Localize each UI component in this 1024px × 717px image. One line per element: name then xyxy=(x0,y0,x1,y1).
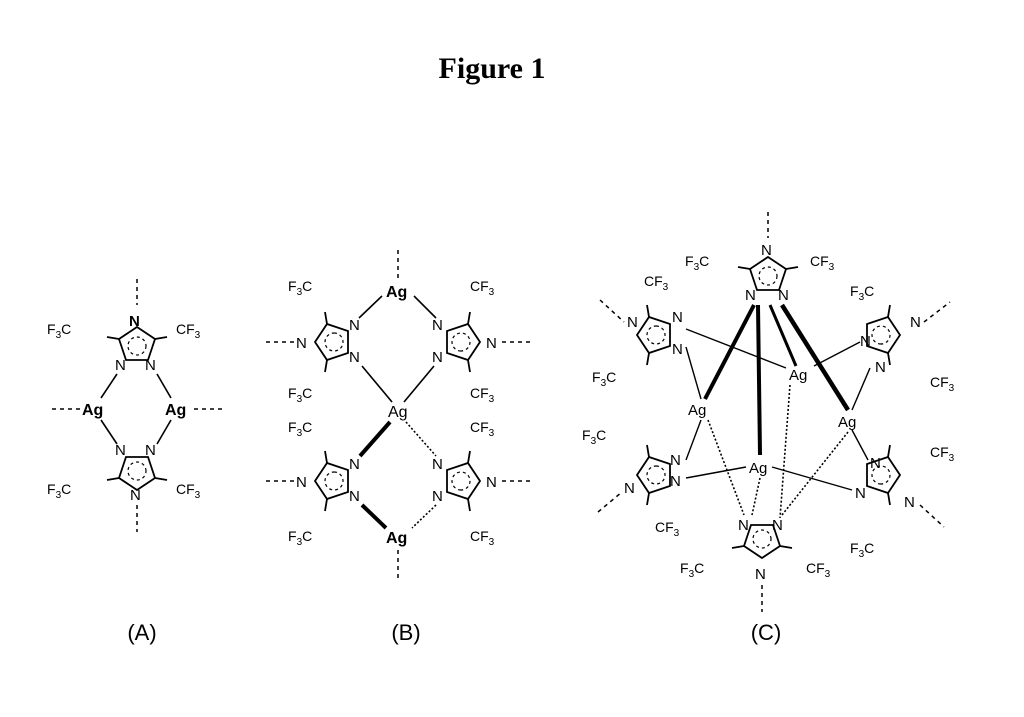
cf3-group: CF3 xyxy=(176,321,201,341)
atom-n: N xyxy=(870,455,881,472)
cf3-group: F3C xyxy=(288,385,312,405)
atom-n: N xyxy=(670,452,681,469)
cf3-group: F3C xyxy=(582,427,606,447)
cf3-group: CF3 xyxy=(470,278,495,298)
atom-n: N xyxy=(875,359,886,376)
atom-n: N xyxy=(432,349,443,366)
atom-n: N xyxy=(672,341,683,358)
atom-ag: Ag xyxy=(789,367,807,384)
cf3-group: F3C xyxy=(288,528,312,548)
cf3-group: CF3 xyxy=(470,419,495,439)
atom-n: N xyxy=(115,357,126,374)
atom-n: N xyxy=(349,317,360,334)
cf3-group: CF3 xyxy=(470,528,495,548)
atom-n: N xyxy=(145,442,156,459)
panel-label-a: (A) xyxy=(127,620,156,646)
cf3-group: F3C xyxy=(685,253,709,273)
cf3-group: F3C xyxy=(288,419,312,439)
atom-n: N xyxy=(755,566,766,583)
atom-n: N xyxy=(296,474,307,491)
atom-n: N xyxy=(486,474,497,491)
cf3-group: CF3 xyxy=(644,273,669,293)
atom-n: N xyxy=(130,487,141,504)
atom-n: N xyxy=(745,287,756,304)
cf3-group: CF3 xyxy=(655,519,680,539)
atom-n: N xyxy=(432,456,443,473)
atom-n: N xyxy=(855,485,866,502)
atom-n: N xyxy=(129,313,140,330)
cf3-group: CF3 xyxy=(930,374,955,394)
atom-n: N xyxy=(860,333,871,350)
atom-n: N xyxy=(349,349,360,366)
cf3-group: F3C xyxy=(47,481,71,501)
atom-n: N xyxy=(627,314,638,331)
cf3-group: F3C xyxy=(592,369,616,389)
atom-ag: Ag xyxy=(688,402,706,419)
cf3-group: F3C xyxy=(680,560,704,580)
atom-ag: Ag xyxy=(165,402,186,419)
atom-n: N xyxy=(738,517,749,534)
atom-ag: Ag xyxy=(386,284,407,301)
atom-n: N xyxy=(115,442,126,459)
atom-ag: Ag xyxy=(386,530,407,547)
atom-n: N xyxy=(296,335,307,352)
atom-n: N xyxy=(904,494,915,511)
panel-b-structure: Ag F3C F3C N N N CF3 CF3 N N N Ag F3C F3… xyxy=(266,250,530,580)
cf3-group: F3C xyxy=(288,278,312,298)
atom-n: N xyxy=(432,317,443,334)
cf3-group: F3C xyxy=(47,321,71,341)
panel-a-structure: N N N F3C CF3 Ag Ag N N N F3C CF3 xyxy=(47,279,222,532)
panel-c-structure: N N N F3C CF3 CF3 F3C N N N F3C CF3 N N … xyxy=(582,212,955,612)
atom-n: N xyxy=(145,357,156,374)
atom-ag: Ag xyxy=(749,460,767,477)
cf3-group: F3C xyxy=(850,540,874,560)
atom-ag: Ag xyxy=(82,402,103,419)
panel-label-b: (B) xyxy=(391,620,420,646)
atom-n: N xyxy=(349,488,360,505)
cf3-group: CF3 xyxy=(176,481,201,501)
atom-n: N xyxy=(349,456,360,473)
cf3-group: CF3 xyxy=(810,253,835,273)
cf3-group: CF3 xyxy=(806,560,831,580)
atom-ag: Ag xyxy=(838,414,856,431)
cf3-group: CF3 xyxy=(930,444,955,464)
atom-ag: Ag xyxy=(388,404,408,421)
atom-n: N xyxy=(670,473,681,490)
atom-n: N xyxy=(432,488,443,505)
atom-n: N xyxy=(672,309,683,326)
atom-n: N xyxy=(761,242,772,259)
cf3-group: F3C xyxy=(850,283,874,303)
panel-label-c: (C) xyxy=(751,620,782,646)
atom-n: N xyxy=(910,314,921,331)
atom-n: N xyxy=(624,480,635,497)
atom-n: N xyxy=(486,335,497,352)
cf3-group: CF3 xyxy=(470,385,495,405)
atom-n: N xyxy=(778,287,789,304)
atom-n: N xyxy=(772,517,783,534)
